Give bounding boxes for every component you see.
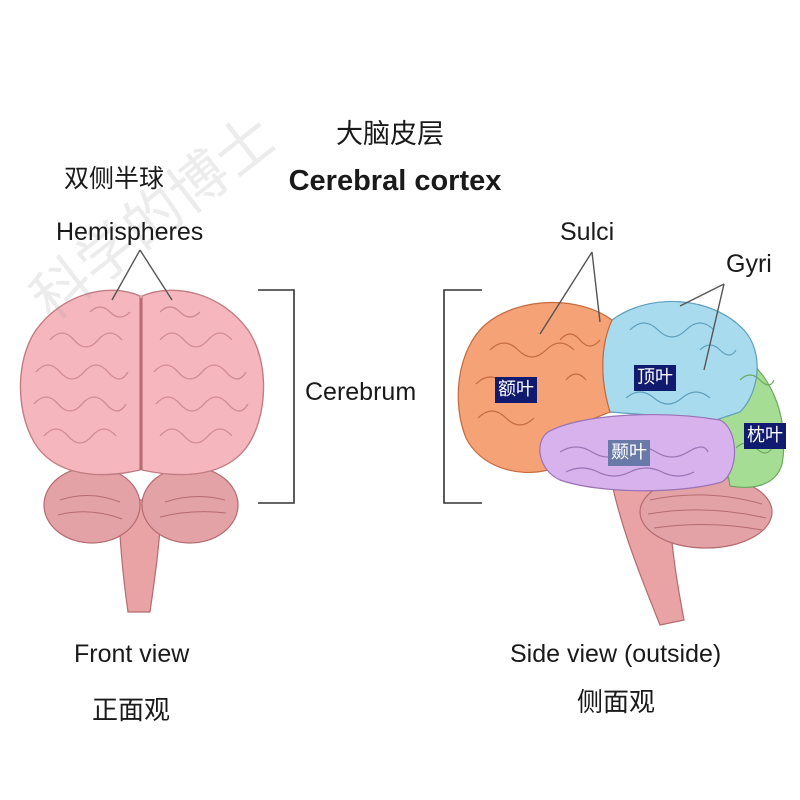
title-chinese: 大脑皮层 bbox=[336, 119, 444, 150]
hemispheres-label: Hemispheres bbox=[56, 218, 204, 246]
front-view-caption-chinese: 正面观 bbox=[92, 696, 171, 726]
hemispheres-label-chinese: 双侧半球 bbox=[64, 164, 165, 193]
cerebrum-label: Cerebrum bbox=[305, 378, 417, 406]
front-cerebellum-right bbox=[141, 466, 239, 544]
front-cerebellum-left bbox=[43, 466, 141, 544]
parietal-lobe bbox=[602, 300, 758, 421]
gyri-label: Gyri bbox=[726, 250, 772, 278]
cerebrum-bracket-left bbox=[443, 289, 482, 504]
title-english: Cerebral cortex bbox=[288, 165, 502, 197]
front-view-brain bbox=[19, 249, 265, 613]
temporal-lobe-label: 颞叶 bbox=[608, 440, 650, 466]
side-view-caption: Side view (outside) bbox=[510, 640, 722, 668]
side-view-caption-chinese: 侧面观 bbox=[577, 688, 656, 718]
front-left-hemisphere bbox=[19, 289, 141, 476]
parietal-lobe-label: 顶叶 bbox=[634, 365, 676, 391]
cerebrum-bracket-right bbox=[258, 289, 295, 504]
front-right-hemisphere bbox=[141, 289, 265, 476]
side-view-brain bbox=[457, 251, 785, 626]
frontal-lobe-label: 额叶 bbox=[495, 377, 537, 403]
front-view-caption: Front view bbox=[74, 640, 190, 668]
sulci-label: Sulci bbox=[560, 218, 615, 246]
occipital-lobe-label: 枕叶 bbox=[744, 423, 786, 449]
